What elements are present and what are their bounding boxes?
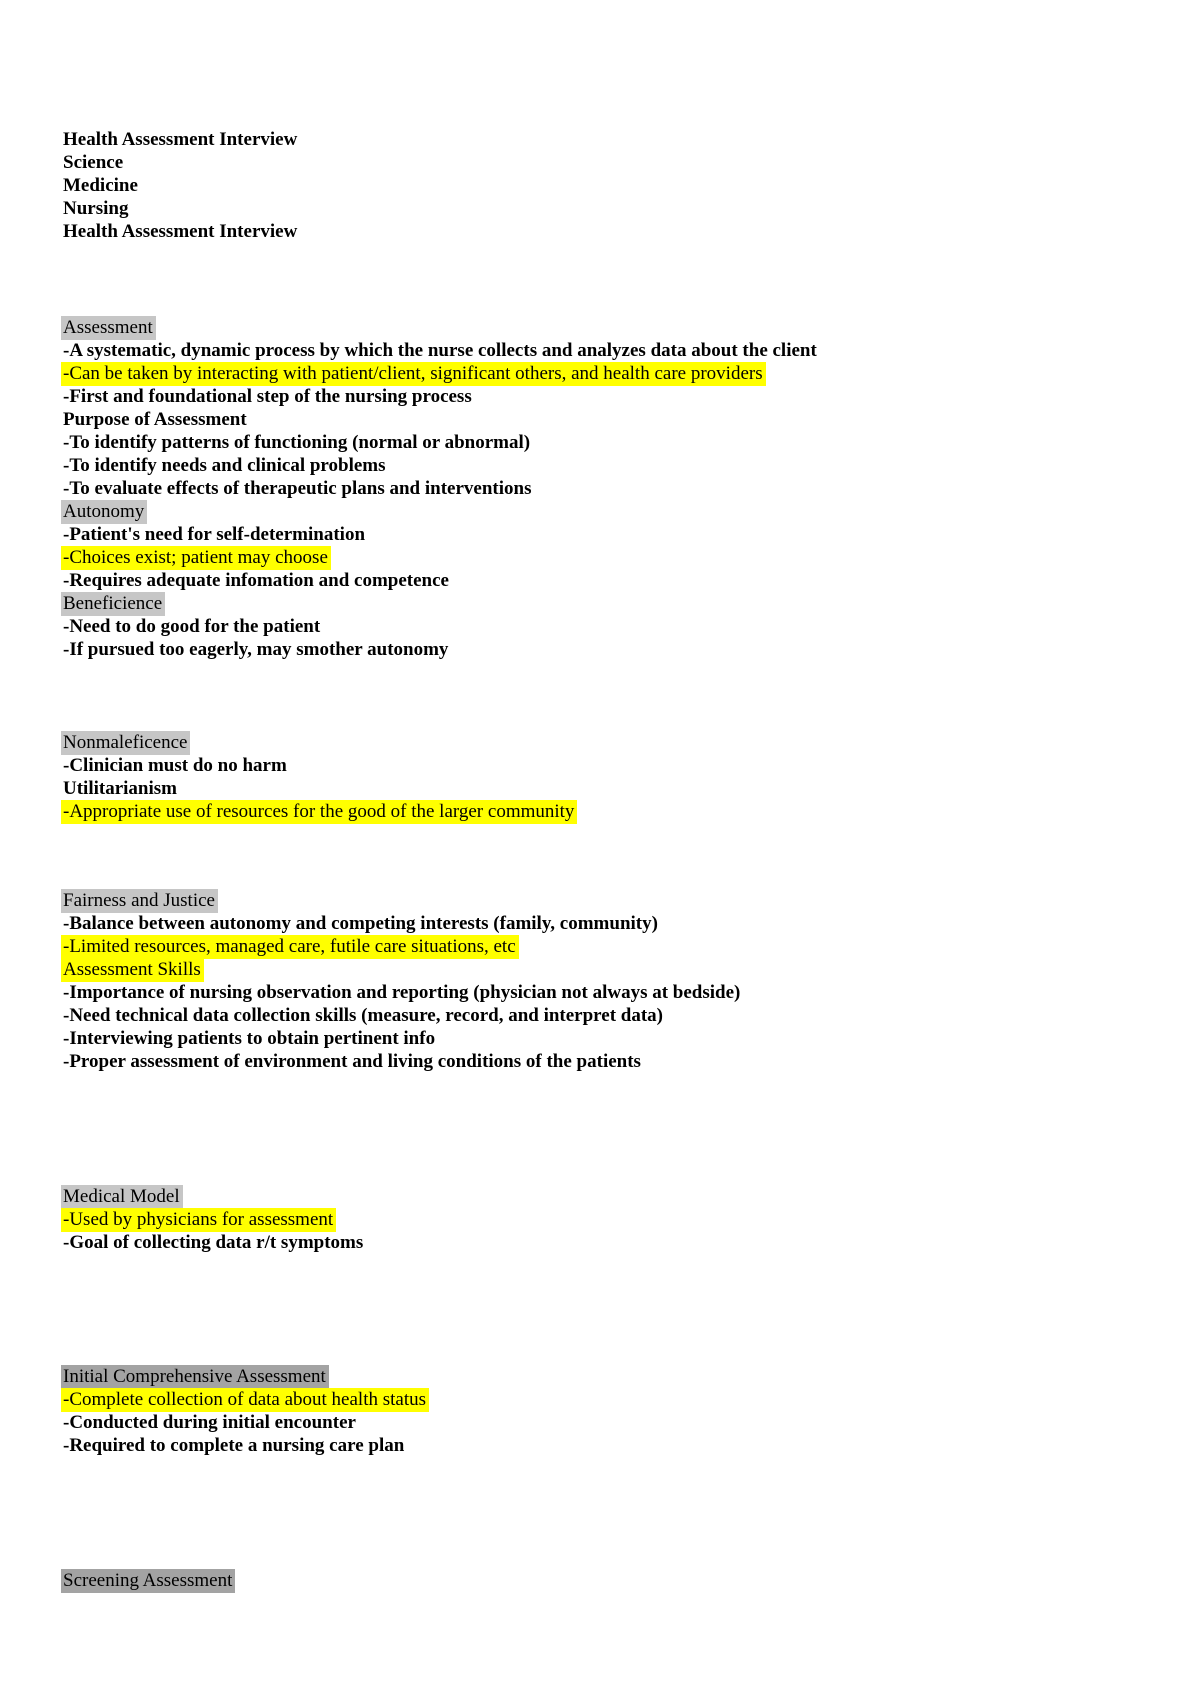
text-line: -Choices exist; patient may choose xyxy=(61,546,1171,570)
definition-text: -Proper assessment of environment and li… xyxy=(63,1051,641,1072)
definition-text: -Patient's need for self-determination xyxy=(63,524,366,545)
definition-text: -Need to do good for the patient xyxy=(63,616,321,637)
text-line: -Interviewing patients to obtain pertine… xyxy=(63,1027,1171,1050)
definition-text: Purpose of Assessment xyxy=(63,409,247,430)
text-line: Medical Model xyxy=(61,1185,1171,1209)
term-heading: Initial Comprehensive Assessment xyxy=(61,1365,329,1389)
definition-text: Medicine xyxy=(63,175,138,196)
text-line: Fairness and Justice xyxy=(61,889,1171,913)
text-line: Autonomy xyxy=(61,500,1171,524)
text-line: -A systematic, dynamic process by which … xyxy=(63,339,1171,362)
term-heading: Beneficience xyxy=(61,592,166,616)
text-line: -Clinician must do no harm xyxy=(63,754,1171,777)
definition-text: -To identify needs and clinical problems xyxy=(63,455,386,476)
text-line: Screening Assessment xyxy=(61,1569,1171,1593)
text-line: -Balance between autonomy and competing … xyxy=(63,912,1171,935)
definition-text: -To evaluate effects of therapeutic plan… xyxy=(63,478,532,499)
text-line: -To identify needs and clinical problems xyxy=(63,454,1171,477)
definition-text: -Interviewing patients to obtain pertine… xyxy=(63,1028,436,1049)
text-line: Initial Comprehensive Assessment xyxy=(61,1365,1171,1389)
text-line: Beneficience xyxy=(61,592,1171,616)
definition-text: -If pursued too eagerly, may smother aut… xyxy=(63,639,449,660)
definition-text: Utilitarianism xyxy=(63,778,177,799)
definition-text: -Required to complete a nursing care pla… xyxy=(63,1435,405,1456)
definition-text: -Requires adequate infomation and compet… xyxy=(63,570,449,591)
text-line: -Patient's need for self-determination xyxy=(63,523,1171,546)
definition-text: -First and foundational step of the nurs… xyxy=(63,386,472,407)
text-line: -Complete collection of data about healt… xyxy=(61,1388,1171,1412)
text-line: -Importance of nursing observation and r… xyxy=(63,981,1171,1004)
definition-text: -Goal of collecting data r/t symptoms xyxy=(63,1232,364,1253)
section-screening: Screening Assessment xyxy=(61,1569,1171,1593)
text-line: -Appropriate use of resources for the go… xyxy=(61,800,1171,824)
text-line: -If pursued too eagerly, may smother aut… xyxy=(63,638,1171,661)
text-line: -Can be taken by interacting with patien… xyxy=(61,362,1171,386)
highlighted-text: -Can be taken by interacting with patien… xyxy=(61,362,766,386)
definition-text: -Balance between autonomy and competing … xyxy=(63,913,658,934)
definition-text: Health Assessment Interview xyxy=(63,221,298,242)
text-line: Medicine xyxy=(63,174,1171,197)
text-line: Nursing xyxy=(63,197,1171,220)
text-line: -Need to do good for the patient xyxy=(63,615,1171,638)
highlighted-text: -Choices exist; patient may choose xyxy=(61,546,331,570)
definition-text: Health Assessment Interview xyxy=(63,129,298,150)
term-heading: Screening Assessment xyxy=(61,1569,236,1593)
definition-text: -Conducted during initial encounter xyxy=(63,1412,356,1433)
term-heading: Medical Model xyxy=(61,1185,183,1209)
section-assessment: Assessment-A systematic, dynamic process… xyxy=(61,316,1171,661)
text-line: -To evaluate effects of therapeutic plan… xyxy=(63,477,1171,500)
definition-text: -A systematic, dynamic process by which … xyxy=(63,340,817,361)
text-line: -First and foundational step of the nurs… xyxy=(63,385,1171,408)
text-line: -Required to complete a nursing care pla… xyxy=(63,1434,1171,1457)
definition-text: -Clinician must do no harm xyxy=(63,755,287,776)
term-heading: Fairness and Justice xyxy=(61,889,218,913)
text-line: -Limited resources, managed care, futile… xyxy=(61,935,1171,959)
text-line: Health Assessment Interview xyxy=(63,128,1171,151)
definition-text: -Need technical data collection skills (… xyxy=(63,1005,664,1026)
term-heading: Assessment xyxy=(61,316,156,340)
term-heading: Autonomy xyxy=(61,500,148,524)
text-line: -Need technical data collection skills (… xyxy=(63,1004,1171,1027)
text-line: Purpose of Assessment xyxy=(63,408,1171,431)
text-line: -Proper assessment of environment and li… xyxy=(63,1050,1171,1073)
section-nonmaleficence: Nonmaleficence-Clinician must do no harm… xyxy=(61,731,1171,824)
text-line: Health Assessment Interview xyxy=(63,220,1171,243)
text-line: Assessment Skills xyxy=(61,958,1171,982)
highlighted-text: -Appropriate use of resources for the go… xyxy=(61,800,578,824)
text-line: -To identify patterns of functioning (no… xyxy=(63,431,1171,454)
text-line: -Goal of collecting data r/t symptoms xyxy=(63,1231,1171,1254)
term-heading: Nonmaleficence xyxy=(61,731,191,755)
definition-text: Science xyxy=(63,152,124,173)
text-line: Science xyxy=(63,151,1171,174)
section-medical-model: Medical Model-Used by physicians for ass… xyxy=(61,1185,1171,1254)
text-line: Nonmaleficence xyxy=(61,731,1171,755)
text-line: -Requires adequate infomation and compet… xyxy=(63,569,1171,592)
definition-text: -To identify patterns of functioning (no… xyxy=(63,432,531,453)
highlighted-text: -Complete collection of data about healt… xyxy=(61,1388,430,1412)
definition-text: -Importance of nursing observation and r… xyxy=(63,982,741,1003)
section-fairness-justice: Fairness and Justice-Balance between aut… xyxy=(61,889,1171,1073)
section-initial-comprehensive: Initial Comprehensive Assessment-Complet… xyxy=(61,1365,1171,1457)
text-line: Assessment xyxy=(61,316,1171,340)
text-line: -Used by physicians for assessment xyxy=(61,1208,1171,1232)
definition-text: Nursing xyxy=(63,198,129,219)
text-line: -Conducted during initial encounter xyxy=(63,1411,1171,1434)
highlighted-text: Assessment Skills xyxy=(61,958,204,982)
text-line: Utilitarianism xyxy=(63,777,1171,800)
highlighted-text: -Limited resources, managed care, futile… xyxy=(61,935,519,959)
highlighted-text: -Used by physicians for assessment xyxy=(61,1208,337,1232)
